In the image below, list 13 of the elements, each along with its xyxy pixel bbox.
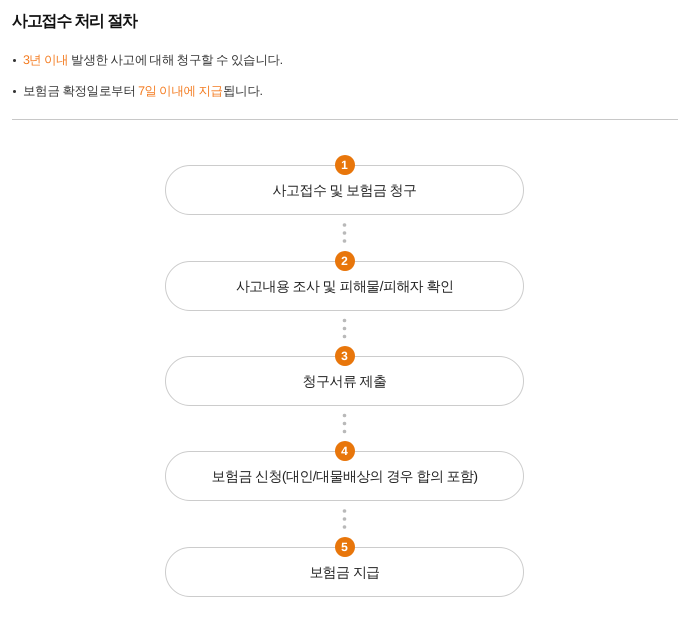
step-text: 사고내용 조사 및 피해물/피해자 확인 bbox=[236, 277, 454, 296]
step-number: 3 bbox=[334, 346, 354, 366]
step-number: 1 bbox=[334, 155, 354, 175]
step-text: 사고접수 및 보험금 청구 bbox=[272, 181, 416, 200]
step-text: 보험금 신청(대인/대물배상의 경우 합의 포함) bbox=[212, 467, 478, 486]
step-text: 보험금 지급 bbox=[309, 563, 380, 582]
page-title: 사고접수 처리 절차 bbox=[12, 12, 137, 32]
step-text: 청구서류 제출 bbox=[302, 372, 386, 391]
step-number: 4 bbox=[334, 441, 354, 461]
notice-text: 보험금 확정일로부터 7일 이내에 지급됩니다. bbox=[23, 83, 262, 100]
notice-text: 3년 이내 발생한 사고에 대해 청구할 수 있습니다. bbox=[23, 52, 282, 69]
step-number: 5 bbox=[334, 537, 354, 557]
step-number: 2 bbox=[334, 251, 354, 271]
